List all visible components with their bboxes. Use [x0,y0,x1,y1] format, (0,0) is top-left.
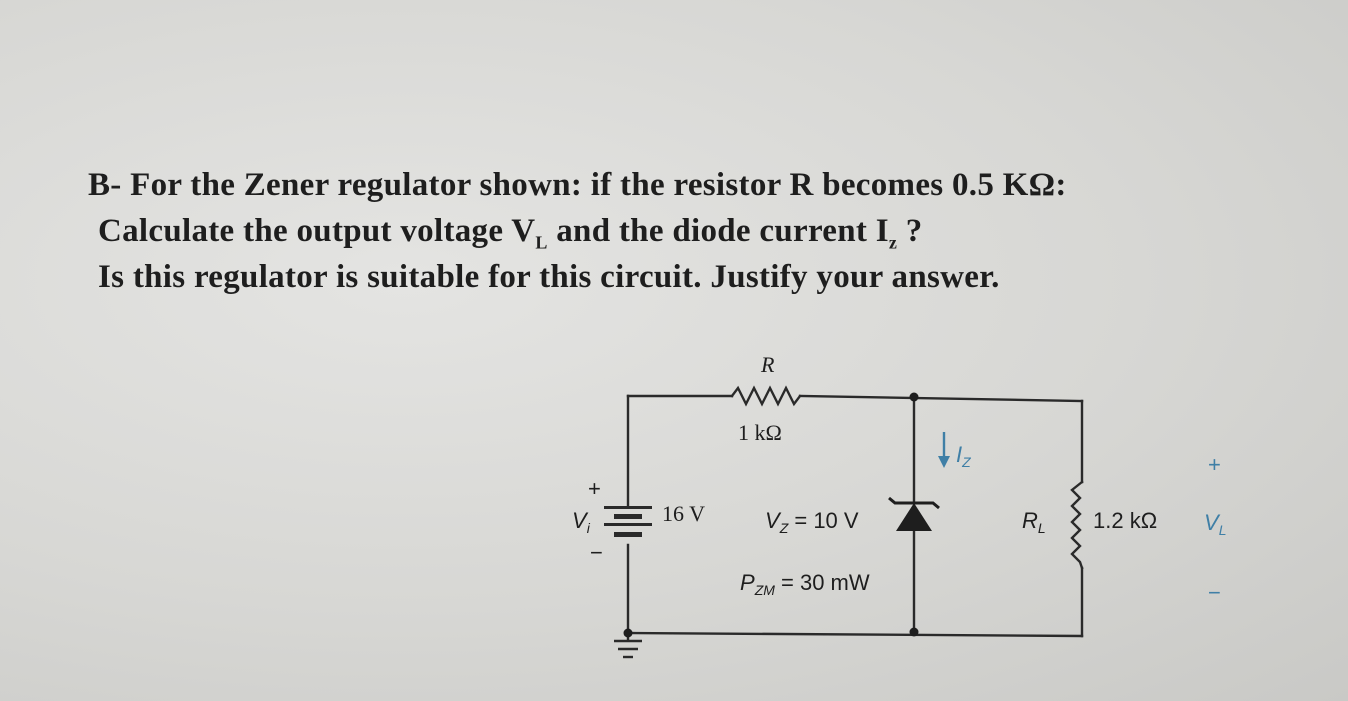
ground-symbol [614,639,642,659]
source-minus: − [590,540,603,565]
junction-bottom [909,627,919,637]
resistor-r-label: R [760,352,775,377]
wire-bottom [626,631,1084,638]
source-plus: + [588,476,601,501]
question-line-1: B- For the Zener regulator shown: if the… [88,167,1067,203]
output-minus: − [1208,580,1221,605]
zener-current-label: IZ [956,442,971,470]
zener-power-label: PZM = 30 mW [740,570,870,598]
question-text: B- For the Zener regulator shown: if the… [88,162,1288,300]
load-value: 1.2 kΩ [1093,508,1157,533]
load-label: RL [1022,508,1046,536]
source-value: 16 V [662,501,705,526]
question-line-2-sub-z: z [888,232,898,253]
zener-diode-symbol [888,496,940,531]
question-line-2: Calculate the output voltage VL and the … [88,208,1288,254]
zener-current-arrow [938,432,950,468]
source-label: Vi [572,508,591,536]
junction-ground [623,628,633,638]
output-plus: + [1208,452,1221,477]
output-label: VL [1204,510,1226,538]
resistor-r-symbol [730,385,802,407]
question-line-2-part-b: and the diode current I [547,213,889,249]
resistor-r-value: 1 kΩ [738,420,782,445]
question-line-2-sub-l: L [535,232,548,253]
wire-top-right [798,394,1084,403]
question-line-2-part-a: Calculate the output voltage V [98,213,536,249]
resistor-rl-symbol [1070,480,1084,570]
question-line-3: Is this regulator is suitable for this c… [98,259,1000,295]
battery-symbol [604,506,652,537]
junction-top [909,392,919,402]
zener-voltage-label: VZ = 10 V [765,508,859,536]
question-line-2-part-c: ? [897,213,923,249]
